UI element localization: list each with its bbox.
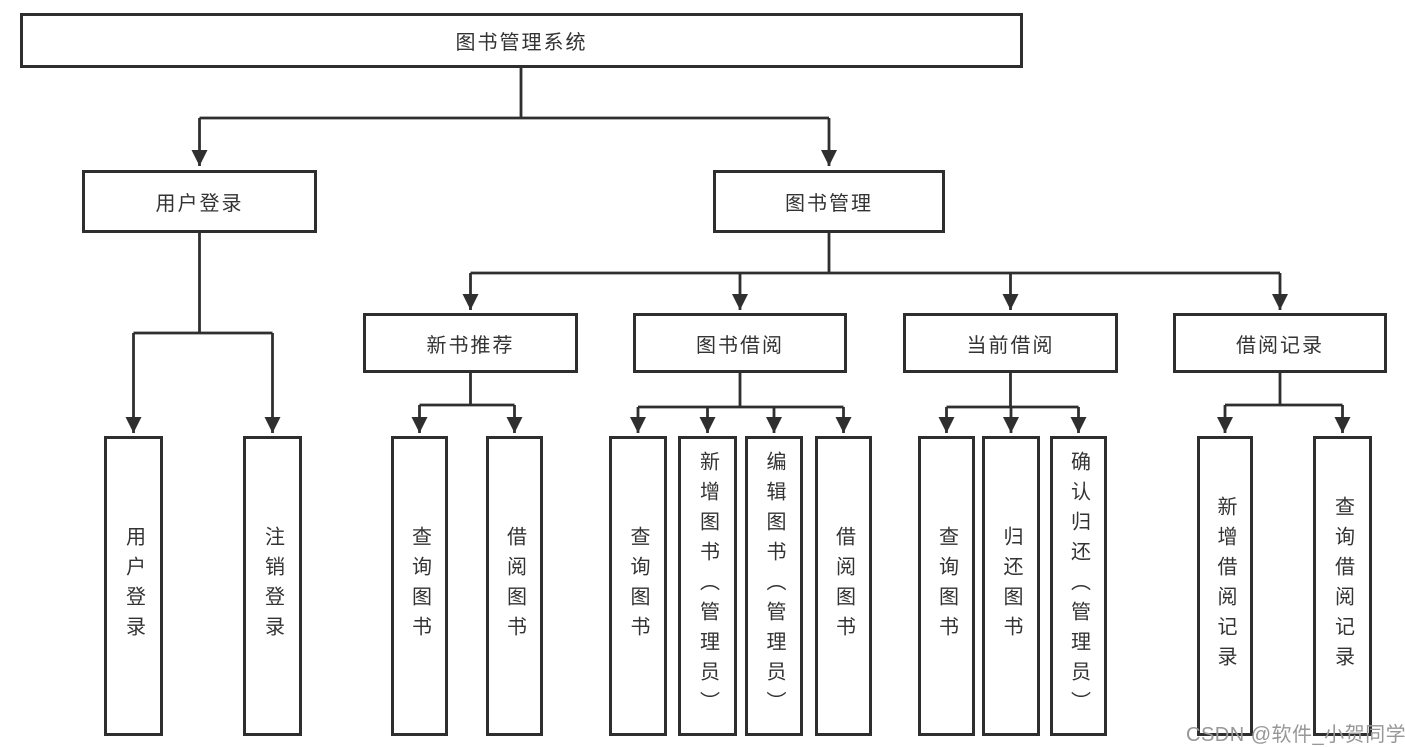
node-root-label: 图书管理系统	[455, 32, 588, 54]
node-borrow-records-label: 借阅记录	[1236, 334, 1324, 357]
connector-trunks	[133, 68, 1343, 409]
leaf-borrow-books: 借阅图书	[815, 436, 872, 736]
leaf-return-books-label: 归还图书	[1000, 526, 1022, 646]
leaf-add-books-admin: 新增图书（管理员）	[678, 436, 737, 736]
leaf-query-books-newbooks-label: 查询图书	[408, 526, 431, 646]
connector-arrows	[125, 118, 1351, 433]
leaf-query-borrow-record-label: 查询借阅记录	[1331, 496, 1354, 676]
node-current-borrow: 当前借阅	[903, 313, 1118, 373]
leaf-user-login-label: 用户登录	[122, 526, 145, 646]
node-user-login: 用户登录	[82, 170, 317, 233]
leaf-query-books-borrow: 查询图书	[609, 436, 667, 736]
node-current-borrow-label: 当前借阅	[966, 334, 1055, 357]
node-user-login-label: 用户登录	[155, 193, 244, 215]
leaf-query-books-current: 查询图书	[918, 436, 975, 736]
leaf-confirm-return-admin-label: 确认归还（管理员）	[1067, 451, 1090, 721]
leaf-borrow-books-newbooks-label: 借阅图书	[503, 526, 526, 646]
leaf-return-books: 归还图书	[982, 436, 1040, 736]
leaf-query-books-borrow-label: 查询图书	[627, 526, 649, 646]
leaf-add-borrow-record-label: 新增借阅记录	[1214, 496, 1236, 676]
node-root: 图书管理系统	[20, 13, 1023, 68]
leaf-confirm-return-admin: 确认归还（管理员）	[1050, 436, 1107, 736]
leaf-logout-label: 注销登录	[261, 526, 284, 646]
leaf-borrow-books-newbooks: 借阅图书	[486, 436, 543, 736]
leaf-query-books-current-label: 查询图书	[935, 526, 958, 646]
csdn-watermark: CSDN @软件_小贺同学	[1186, 724, 1405, 746]
leaf-add-books-admin-label: 新增图书（管理员）	[696, 451, 719, 721]
leaf-logout: 注销登录	[243, 436, 302, 736]
node-book-management: 图书管理	[713, 170, 945, 233]
leaf-query-books-newbooks: 查询图书	[391, 436, 448, 736]
leaf-borrow-books-label: 借阅图书	[832, 526, 855, 646]
leaf-user-login: 用户登录	[104, 436, 163, 736]
node-borrow-records: 借阅记录	[1173, 313, 1387, 373]
leaf-edit-books-admin-label: 编辑图书（管理员）	[763, 451, 785, 721]
node-new-book-recommend: 新书推荐	[363, 313, 578, 373]
leaf-edit-books-admin: 编辑图书（管理员）	[745, 436, 803, 736]
leaf-query-borrow-record: 查询借阅记录	[1313, 436, 1372, 736]
node-book-management-label: 图书管理	[785, 193, 873, 215]
node-new-book-recommend-label: 新书推荐	[426, 334, 515, 357]
node-book-borrow: 图书借阅	[633, 313, 847, 373]
node-book-borrow-label: 图书借阅	[696, 334, 784, 357]
leaf-add-borrow-record: 新增借阅记录	[1197, 436, 1253, 736]
